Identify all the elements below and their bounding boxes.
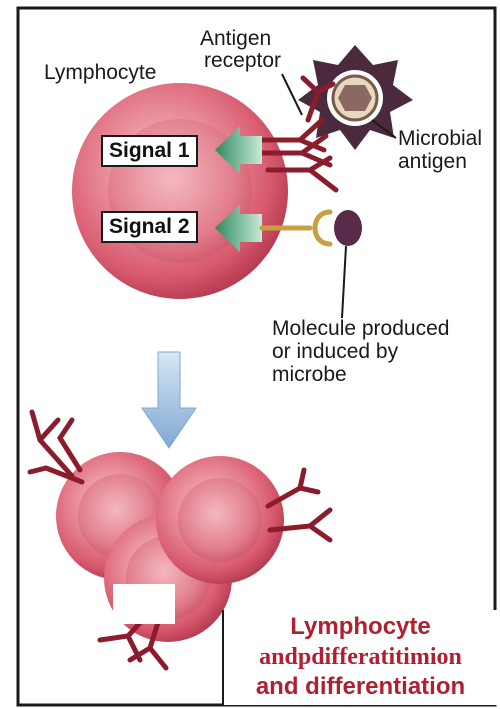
molecule-label-line3: microbe <box>272 364 347 385</box>
microbial-antigen-label-line1: Microbial <box>398 128 482 149</box>
result-line-1: Lymphocyte <box>224 614 497 640</box>
antigen-receptor-pointer <box>282 74 302 115</box>
occluding-patch <box>113 584 175 624</box>
result-label-box: Lymphocyte andpdifferatitimion and diffe… <box>222 610 497 705</box>
antigen-receptor-label-line1: Antigen <box>200 28 271 49</box>
microbe-molecule-icon <box>334 210 362 246</box>
microbial-antigen-label-line2: antigen <box>398 151 467 172</box>
signal-2-label: Signal 2 <box>101 211 198 243</box>
molecule-label-line2: or induced by <box>272 341 398 362</box>
signal-1-label: Signal 1 <box>101 135 198 167</box>
down-arrow-icon <box>142 352 196 448</box>
lymphocyte-label: Lymphocyte <box>44 62 156 83</box>
lymphocyte-cell <box>72 83 288 299</box>
antigen-receptor-label-line2: receptor <box>204 50 281 71</box>
result-line-3: and differentiation <box>224 674 497 700</box>
molecule-pointer <box>342 246 346 318</box>
figure-frame <box>18 8 495 705</box>
molecule-label-line1: Molecule produced <box>272 318 449 339</box>
result-line-2-overprint: andpdifferatitimion <box>224 644 497 670</box>
